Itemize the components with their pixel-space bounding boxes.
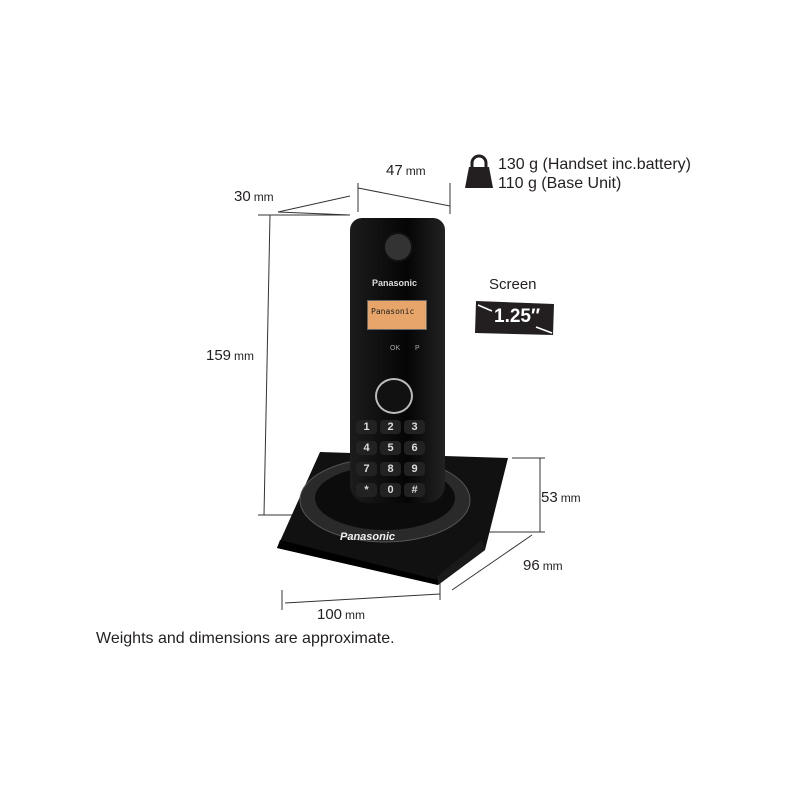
screen-label: Screen: [489, 276, 537, 293]
handset-height-unit: mm: [234, 349, 255, 363]
key-4[interactable]: 4: [356, 441, 377, 455]
key-7[interactable]: 7: [356, 462, 377, 476]
display-text: Panasonic: [371, 307, 415, 316]
key-0[interactable]: 0: [380, 483, 401, 497]
base-width-value: 100: [317, 606, 343, 623]
screen-size-badge: [475, 301, 554, 335]
handset: Panasonic Panasonic OK P 1 2 3 4 5 6 7 8…: [350, 218, 445, 503]
base-brand-logo: Panasonic: [340, 531, 395, 543]
footnote: Weights and dimensions are approximate.: [96, 630, 395, 647]
soft-key-p[interactable]: P: [415, 345, 420, 352]
key-1[interactable]: 1: [356, 420, 377, 434]
display-screen: Panasonic: [367, 300, 427, 330]
weight-icon: [465, 154, 493, 188]
handset-height-value: 159: [206, 347, 232, 364]
key-5[interactable]: 5: [380, 441, 401, 455]
key-9[interactable]: 9: [404, 462, 425, 476]
screen-size-value: 1.25″: [494, 306, 541, 327]
base-height-unit: mm: [560, 491, 581, 505]
soft-key-ok[interactable]: OK: [390, 345, 401, 352]
key-hash[interactable]: #: [404, 483, 425, 497]
key-8[interactable]: 8: [380, 462, 401, 476]
key-6[interactable]: 6: [404, 441, 425, 455]
base-depth-unit: mm: [542, 559, 563, 573]
key-3[interactable]: 3: [404, 420, 425, 434]
base-width-unit: mm: [345, 608, 366, 622]
handset-brand-logo: Panasonic: [372, 278, 418, 288]
key-star[interactable]: *: [356, 483, 377, 497]
base-height-value: 53: [541, 489, 558, 506]
depth-unit: mm: [253, 190, 274, 204]
depth-value: 30: [234, 188, 251, 205]
base-depth-value: 96: [523, 557, 540, 574]
width-value: 47: [386, 162, 403, 179]
width-unit: mm: [405, 164, 426, 178]
weight-base: 110 g (Base Unit): [498, 175, 622, 192]
nav-key[interactable]: [375, 378, 413, 414]
earpiece: [383, 232, 413, 262]
weight-handset: 130 g (Handset inc.battery): [498, 156, 691, 173]
key-2[interactable]: 2: [380, 420, 401, 434]
